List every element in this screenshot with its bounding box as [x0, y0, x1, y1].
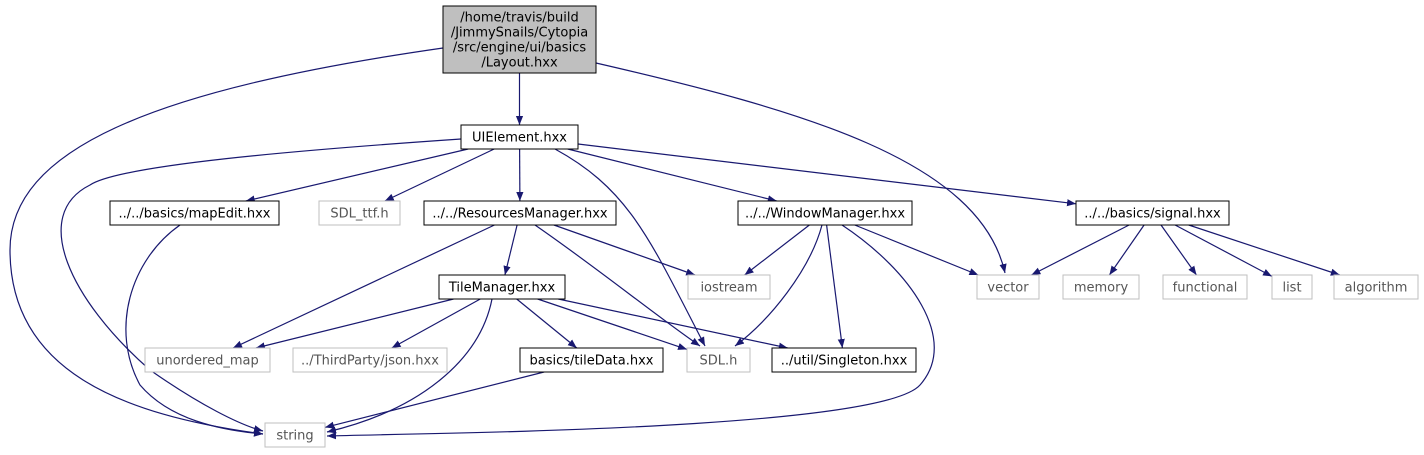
- node-json[interactable]: ../ThirdParty/json.hxx: [292, 347, 448, 373]
- node-string-label: string: [276, 429, 313, 444]
- node-string-box[interactable]: [264, 422, 326, 448]
- node-SDL[interactable]: SDL.h: [686, 347, 751, 373]
- edge-signal-to-vector: [1031, 224, 1130, 276]
- edge-TileManager-to-tileData: [516, 298, 578, 349]
- edge-root-to-vector: [595, 62, 1007, 274]
- node-SDL_ttf-box[interactable]: [318, 200, 401, 226]
- node-iostream-box[interactable]: [687, 274, 771, 300]
- node-unordered_map[interactable]: unordered_map: [144, 347, 271, 373]
- node-Singleton-box[interactable]: [771, 347, 917, 373]
- edge-TileManager-to-string: [326, 298, 493, 434]
- edge-signal-to-functional: [1160, 224, 1197, 276]
- node-list-label: list: [1282, 281, 1301, 296]
- node-algorithm[interactable]: algorithm: [1333, 274, 1419, 300]
- node-algorithm-box[interactable]: [1333, 274, 1419, 300]
- node-string[interactable]: string: [264, 422, 326, 448]
- node-vector[interactable]: vector: [976, 274, 1040, 300]
- node-unordered_map-box[interactable]: [144, 347, 271, 373]
- edge-WindowManager-to-iostream: [744, 224, 810, 276]
- node-SDL-label: SDL.h: [700, 354, 738, 369]
- edge-tileData-to-string: [324, 371, 545, 429]
- node-memory-box[interactable]: [1062, 274, 1140, 300]
- nodes: /home/travis/build/JimmySnails/Cytopia/s…: [109, 5, 1419, 448]
- node-root-box[interactable]: [442, 5, 597, 74]
- node-iostream-label: iostream: [700, 281, 757, 296]
- node-signal-box[interactable]: [1075, 200, 1230, 226]
- edge-UIElement-to-SDL: [554, 148, 706, 347]
- edge-TileManager-to-json: [391, 298, 481, 349]
- node-Singleton[interactable]: ../util/Singleton.hxx: [771, 347, 917, 373]
- edge-UIElement-to-signal: [577, 143, 1077, 207]
- edge-ResourcesManager-to-iostream: [553, 224, 696, 276]
- edge-UIElement-to-string: [60, 138, 462, 433]
- edge-UIElement-to-SDL_ttf: [384, 148, 495, 202]
- node-root-label-line: /src/engine/ui/basics: [453, 41, 586, 56]
- node-UIElement[interactable]: UIElement.hxx: [460, 124, 579, 150]
- edge-WindowManager-to-string: [326, 224, 935, 440]
- node-ResourcesManager-label: ../../ResourcesManager.hxx: [432, 207, 608, 222]
- node-TileManager-box[interactable]: [438, 274, 566, 300]
- node-functional-label: functional: [1173, 281, 1238, 296]
- node-root-label-line: /JimmySnails/Cytopia: [451, 26, 588, 41]
- node-UIElement-label: UIElement.hxx: [472, 131, 567, 146]
- edge-TileManager-to-SDL: [537, 298, 688, 350]
- node-list-box[interactable]: [1271, 274, 1313, 300]
- edge-UIElement-to-WindowManager: [567, 148, 777, 203]
- node-Singleton-label: ../util/Singleton.hxx: [781, 354, 908, 369]
- node-SDL_ttf-label: SDL_ttf.h: [330, 207, 388, 222]
- node-list[interactable]: list: [1271, 274, 1313, 300]
- node-root-label-line: /home/travis/build: [460, 11, 578, 26]
- node-root-layout-hxx[interactable]: /home/travis/build/JimmySnails/Cytopia/s…: [442, 5, 597, 74]
- node-root-label-line: /Layout.hxx: [481, 56, 558, 71]
- node-mapEdit-box[interactable]: [109, 200, 280, 226]
- edge-mapEdit-to-string: [125, 224, 264, 437]
- node-WindowManager-label: ../../WindowManager.hxx: [745, 207, 905, 222]
- node-TileManager-label: TileManager.hxx: [448, 281, 556, 296]
- edge-ResourcesManager-to-SDL: [534, 224, 701, 347]
- edge-signal-to-memory: [1108, 224, 1145, 276]
- node-json-label: ../ThirdParty/json.hxx: [301, 354, 439, 369]
- node-mapEdit[interactable]: ../../basics/mapEdit.hxx: [109, 200, 280, 226]
- edge-signal-to-algorithm: [1188, 224, 1340, 276]
- edge-ResourcesManager-to-unordered_map: [232, 224, 495, 349]
- node-ResourcesManager-box[interactable]: [423, 200, 617, 226]
- node-iostream[interactable]: iostream: [687, 274, 771, 300]
- node-SDL_ttf[interactable]: SDL_ttf.h: [318, 200, 401, 226]
- node-functional-box[interactable]: [1162, 274, 1248, 300]
- edge-WindowManager-to-SDL: [734, 224, 823, 347]
- node-UIElement-box[interactable]: [460, 124, 579, 150]
- edges: [9, 47, 1340, 440]
- node-memory-label: memory: [1074, 281, 1129, 296]
- node-tileData-box[interactable]: [519, 347, 664, 373]
- edge-WindowManager-to-vector: [854, 224, 979, 276]
- node-algorithm-label: algorithm: [1345, 281, 1408, 296]
- edge-root-to-string: [9, 47, 444, 437]
- edge-UIElement-to-mapEdit: [245, 148, 469, 203]
- node-memory[interactable]: memory: [1062, 274, 1140, 300]
- node-json-box[interactable]: [292, 347, 448, 373]
- node-vector-box[interactable]: [976, 274, 1040, 300]
- node-functional[interactable]: functional: [1162, 274, 1248, 300]
- node-mapEdit-label: ../../basics/mapEdit.hxx: [118, 207, 270, 222]
- node-tileData-label: basics/tileData.hxx: [529, 354, 653, 369]
- node-TileManager[interactable]: TileManager.hxx: [438, 274, 566, 300]
- edge-ResourcesManager-to-TileManager: [503, 224, 518, 276]
- node-ResourcesManager[interactable]: ../../ResourcesManager.hxx: [423, 200, 617, 226]
- node-tileData[interactable]: basics/tileData.hxx: [519, 347, 664, 373]
- edge-signal-to-list: [1174, 224, 1273, 277]
- node-signal-label: ../../basics/signal.hxx: [1084, 207, 1221, 222]
- node-WindowManager[interactable]: ../../WindowManager.hxx: [737, 200, 913, 226]
- node-unordered_map-label: unordered_map: [156, 354, 259, 369]
- edge-TileManager-to-unordered_map: [255, 298, 454, 350]
- node-vector-label: vector: [987, 281, 1029, 296]
- node-SDL-box[interactable]: [686, 347, 751, 373]
- edge-WindowManager-to-Singleton: [826, 224, 845, 349]
- node-signal[interactable]: ../../basics/signal.hxx: [1075, 200, 1230, 226]
- node-WindowManager-box[interactable]: [737, 200, 913, 226]
- edge-TileManager-to-Singleton: [558, 298, 788, 350]
